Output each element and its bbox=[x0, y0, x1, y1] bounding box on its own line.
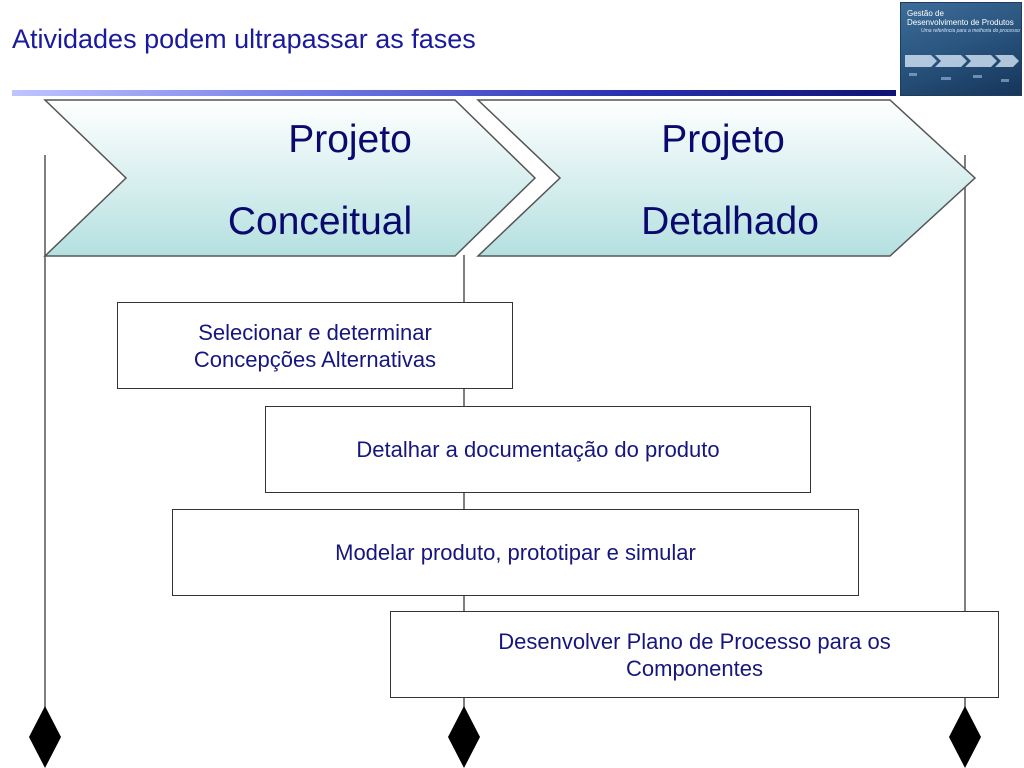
milestone-diamond-middle bbox=[448, 706, 480, 768]
phase-conceitual-line-2: Conceitual bbox=[227, 200, 413, 243]
book-logo: Gestão de Desenvolvimento de Produtos Um… bbox=[900, 2, 1022, 96]
activity-text: Detalhar a documentação do produto bbox=[356, 437, 720, 462]
phase-detalhado-line-2: Detalhado bbox=[641, 200, 819, 243]
phase-label-detalhado: Projeto Detalhado bbox=[560, 120, 900, 242]
logo-line-3: Uma referência para a melhoria do proces… bbox=[921, 28, 1020, 34]
milestone-diamond-start bbox=[29, 706, 61, 768]
activity-box-documentacao: Detalhar a documentação do produto bbox=[265, 406, 811, 493]
activity-box-modelar: Modelar produto, prototipar e simular bbox=[172, 509, 859, 596]
logo-line-2: Desenvolvimento de Produtos bbox=[907, 18, 1014, 27]
phase-arrow-detalhado bbox=[476, 99, 977, 257]
activity-box-plano-processo: Desenvolver Plano de Processo para os Co… bbox=[390, 611, 999, 698]
phase-label-conceitual: Projeto Conceitual bbox=[130, 120, 510, 242]
logo-line-1: Gestão de bbox=[907, 9, 944, 18]
slide-title: Atividades podem ultrapassar as fases bbox=[12, 24, 476, 54]
milestone-diamond-end bbox=[949, 706, 981, 768]
activity-text: Modelar produto, prototipar e simular bbox=[335, 540, 696, 565]
phase-detalhado-line-1: Projeto bbox=[661, 118, 785, 161]
activity-box-concepcoes: Selecionar e determinar Concepções Alter… bbox=[117, 302, 513, 389]
phase-arrow-conceitual bbox=[43, 99, 537, 257]
phase-conceitual-line-1: Projeto bbox=[288, 118, 412, 161]
activity-text: Selecionar e determinar Concepções Alter… bbox=[193, 319, 437, 372]
activity-text: Desenvolver Plano de Processo para os Co… bbox=[498, 628, 891, 681]
logo-arrows-graphic bbox=[905, 55, 1019, 82]
title-underline bbox=[12, 90, 896, 96]
